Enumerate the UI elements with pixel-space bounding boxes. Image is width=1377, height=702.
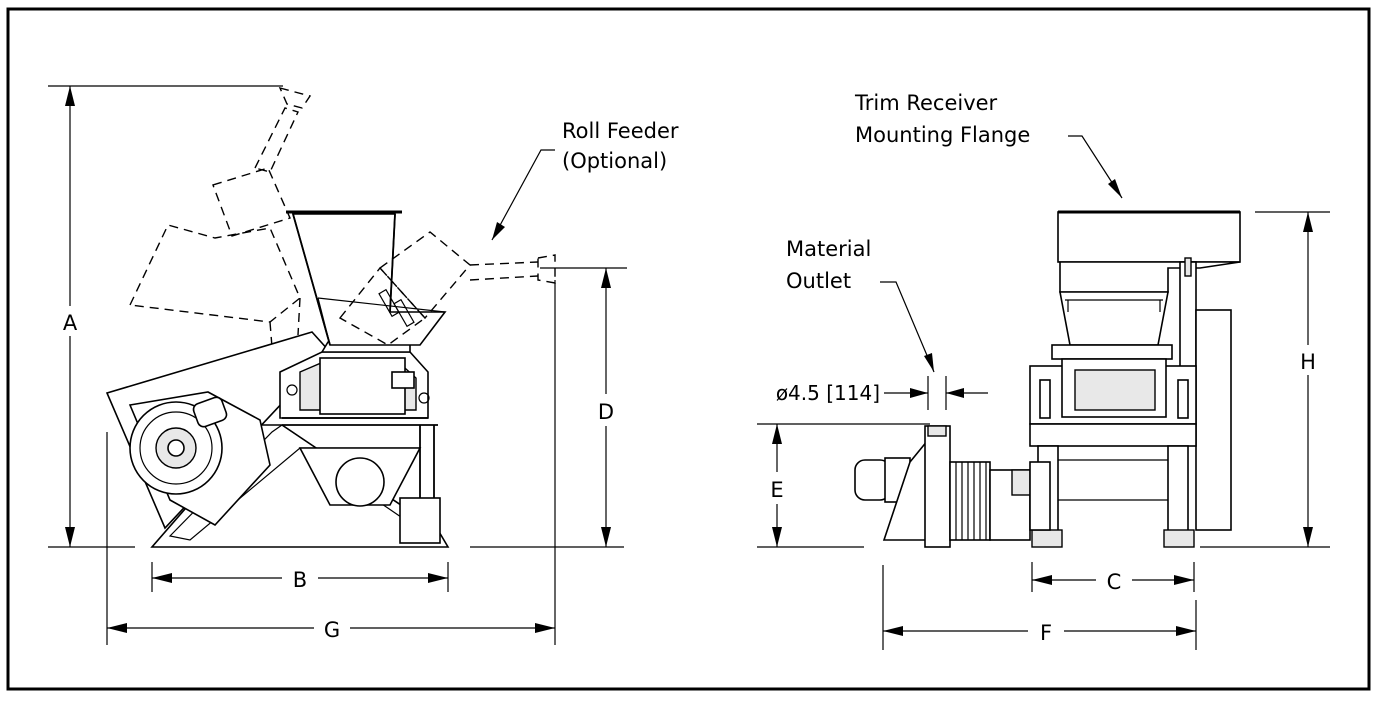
drawing-border bbox=[6, 7, 1371, 691]
trim-receiver-leader bbox=[1068, 135, 1123, 199]
dim-d-label: D bbox=[598, 400, 614, 424]
dimension-b bbox=[151, 562, 449, 592]
dimension-c bbox=[1031, 562, 1195, 593]
front-view: H E C F bbox=[757, 91, 1330, 650]
trim-receiver bbox=[1051, 210, 1241, 531]
side-view: A D B G bbox=[48, 85, 679, 645]
main-hopper bbox=[286, 210, 447, 346]
base-frame bbox=[150, 424, 450, 548]
roll-feeder-label-1: Roll Feeder bbox=[562, 119, 679, 143]
outlet-blower bbox=[854, 425, 1051, 548]
cutting-chamber bbox=[279, 341, 430, 419]
trim-receiver-label-1: Trim Receiver bbox=[854, 91, 998, 115]
flex-hose-ribs bbox=[955, 462, 987, 540]
dim-b-label: B bbox=[293, 568, 307, 592]
roll-feeder-label-2: (Optional) bbox=[562, 149, 667, 173]
dimension-d bbox=[540, 267, 627, 547]
dimension-e bbox=[757, 423, 930, 547]
material-outlet-label-1: Material bbox=[786, 237, 871, 261]
dim-a-label: A bbox=[63, 311, 78, 335]
material-outlet-leader bbox=[880, 281, 935, 373]
dim-e-label: E bbox=[770, 478, 783, 502]
roll-feeder-leader bbox=[491, 149, 555, 241]
dimension-f bbox=[882, 565, 1197, 650]
outlet-diameter-label: ø4.5 [114] bbox=[776, 381, 880, 405]
dim-g-label: G bbox=[324, 618, 340, 642]
dimension-a bbox=[48, 85, 283, 547]
front-chamber bbox=[1029, 358, 1197, 548]
dim-h-label: H bbox=[1300, 350, 1316, 374]
dimension-g bbox=[106, 280, 556, 645]
material-outlet-label-2: Outlet bbox=[786, 269, 851, 293]
trim-receiver-label-2: Mounting Flange bbox=[855, 123, 1030, 147]
dim-c-label: C bbox=[1107, 570, 1122, 594]
dimension-h bbox=[1200, 211, 1330, 548]
dim-f-label: F bbox=[1040, 621, 1052, 645]
dimension-outlet-diameter bbox=[884, 376, 988, 410]
motor-assembly bbox=[105, 331, 332, 530]
